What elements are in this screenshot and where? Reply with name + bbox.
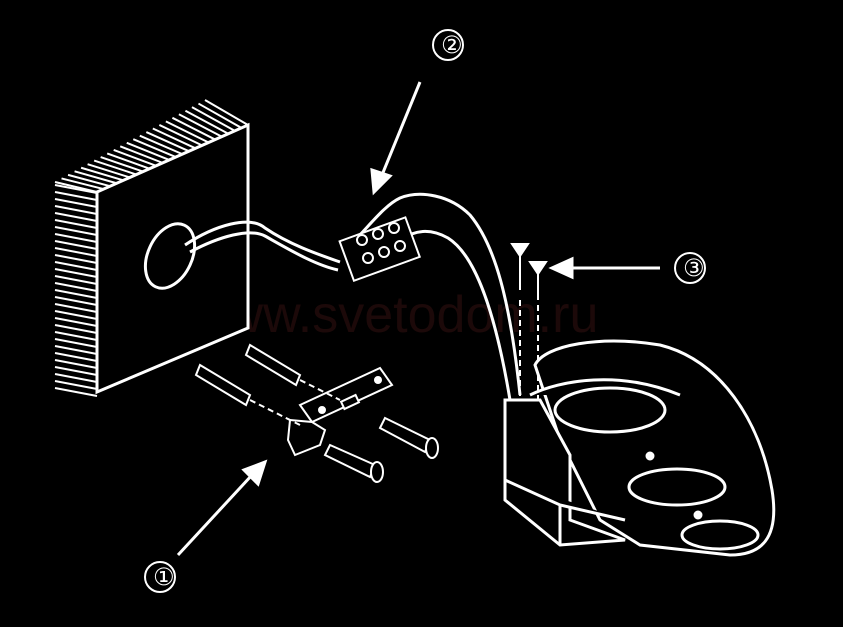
hatch-line bbox=[113, 148, 157, 167]
callout-arrows bbox=[176, 81, 660, 557]
hatch-line bbox=[197, 102, 242, 129]
hatch-line bbox=[204, 99, 249, 126]
hatch-line bbox=[54, 345, 98, 355]
hatch-line bbox=[100, 156, 144, 173]
hatch-line bbox=[54, 205, 98, 215]
hatch-line bbox=[171, 116, 216, 141]
hatch-line bbox=[165, 120, 210, 144]
hatch-line bbox=[80, 166, 124, 182]
hatch-line bbox=[54, 282, 98, 292]
svg-text:②: ② bbox=[441, 31, 463, 59]
wiring bbox=[184, 192, 522, 401]
wall-hatching bbox=[54, 99, 249, 397]
hatch-line bbox=[54, 331, 98, 341]
hatch-line bbox=[54, 191, 98, 201]
hatch-line bbox=[54, 296, 98, 306]
svg-text:③: ③ bbox=[683, 254, 705, 282]
wall-anchors bbox=[194, 343, 341, 426]
hatch-line bbox=[54, 338, 98, 348]
hatch-line bbox=[54, 181, 98, 193]
hatch-line bbox=[178, 113, 223, 138]
mounting-bracket bbox=[286, 366, 394, 457]
hatch-line bbox=[145, 131, 190, 153]
wall-panel bbox=[54, 99, 250, 397]
hatch-line bbox=[54, 275, 98, 285]
watermark: www.svetodom.ru bbox=[187, 286, 598, 344]
callout-1: ① bbox=[144, 561, 176, 593]
lamp-body bbox=[503, 339, 776, 557]
hatch-line bbox=[54, 317, 98, 327]
hatch-line bbox=[54, 289, 98, 299]
hatch-line bbox=[54, 226, 98, 236]
hatch-line bbox=[54, 247, 98, 257]
hatch-line bbox=[139, 134, 183, 156]
hatch-line bbox=[54, 233, 98, 243]
hatch-line bbox=[54, 240, 98, 250]
wall-screws bbox=[323, 416, 439, 483]
hatch-line bbox=[61, 177, 104, 191]
hatch-line bbox=[87, 163, 131, 179]
hatch-line bbox=[158, 124, 203, 147]
hatch-line bbox=[54, 387, 98, 397]
hatch-line bbox=[54, 366, 98, 376]
hatch-line bbox=[54, 352, 98, 362]
hatch-line bbox=[54, 198, 98, 208]
hatch-line bbox=[74, 170, 117, 185]
hatch-line bbox=[93, 159, 137, 176]
hatch-line bbox=[106, 152, 150, 170]
hatch-line bbox=[54, 212, 98, 222]
hatch-line bbox=[54, 310, 98, 320]
hatch-line bbox=[54, 359, 98, 369]
hatch-line bbox=[126, 141, 170, 161]
hatch-line bbox=[54, 184, 98, 194]
hatch-line bbox=[184, 109, 229, 135]
svg-text:①: ① bbox=[153, 563, 175, 591]
hatch-line bbox=[119, 145, 164, 164]
hatch-line bbox=[54, 373, 98, 383]
hatch-line bbox=[67, 173, 111, 188]
hatch-line bbox=[54, 324, 98, 334]
wall-cable-hole bbox=[143, 222, 197, 290]
hatch-line bbox=[54, 303, 98, 313]
hatch-line bbox=[152, 127, 196, 150]
hatch-line bbox=[54, 254, 98, 264]
terminal-block bbox=[338, 216, 422, 283]
hatch-line bbox=[54, 261, 98, 271]
hatch-line bbox=[54, 219, 98, 229]
hatch-line bbox=[54, 268, 98, 278]
hatch-line bbox=[132, 138, 177, 158]
callout-2: ② bbox=[432, 29, 464, 61]
hatch-line bbox=[191, 106, 236, 132]
callout-3: ③ bbox=[674, 252, 706, 284]
hatch-line bbox=[54, 380, 98, 390]
